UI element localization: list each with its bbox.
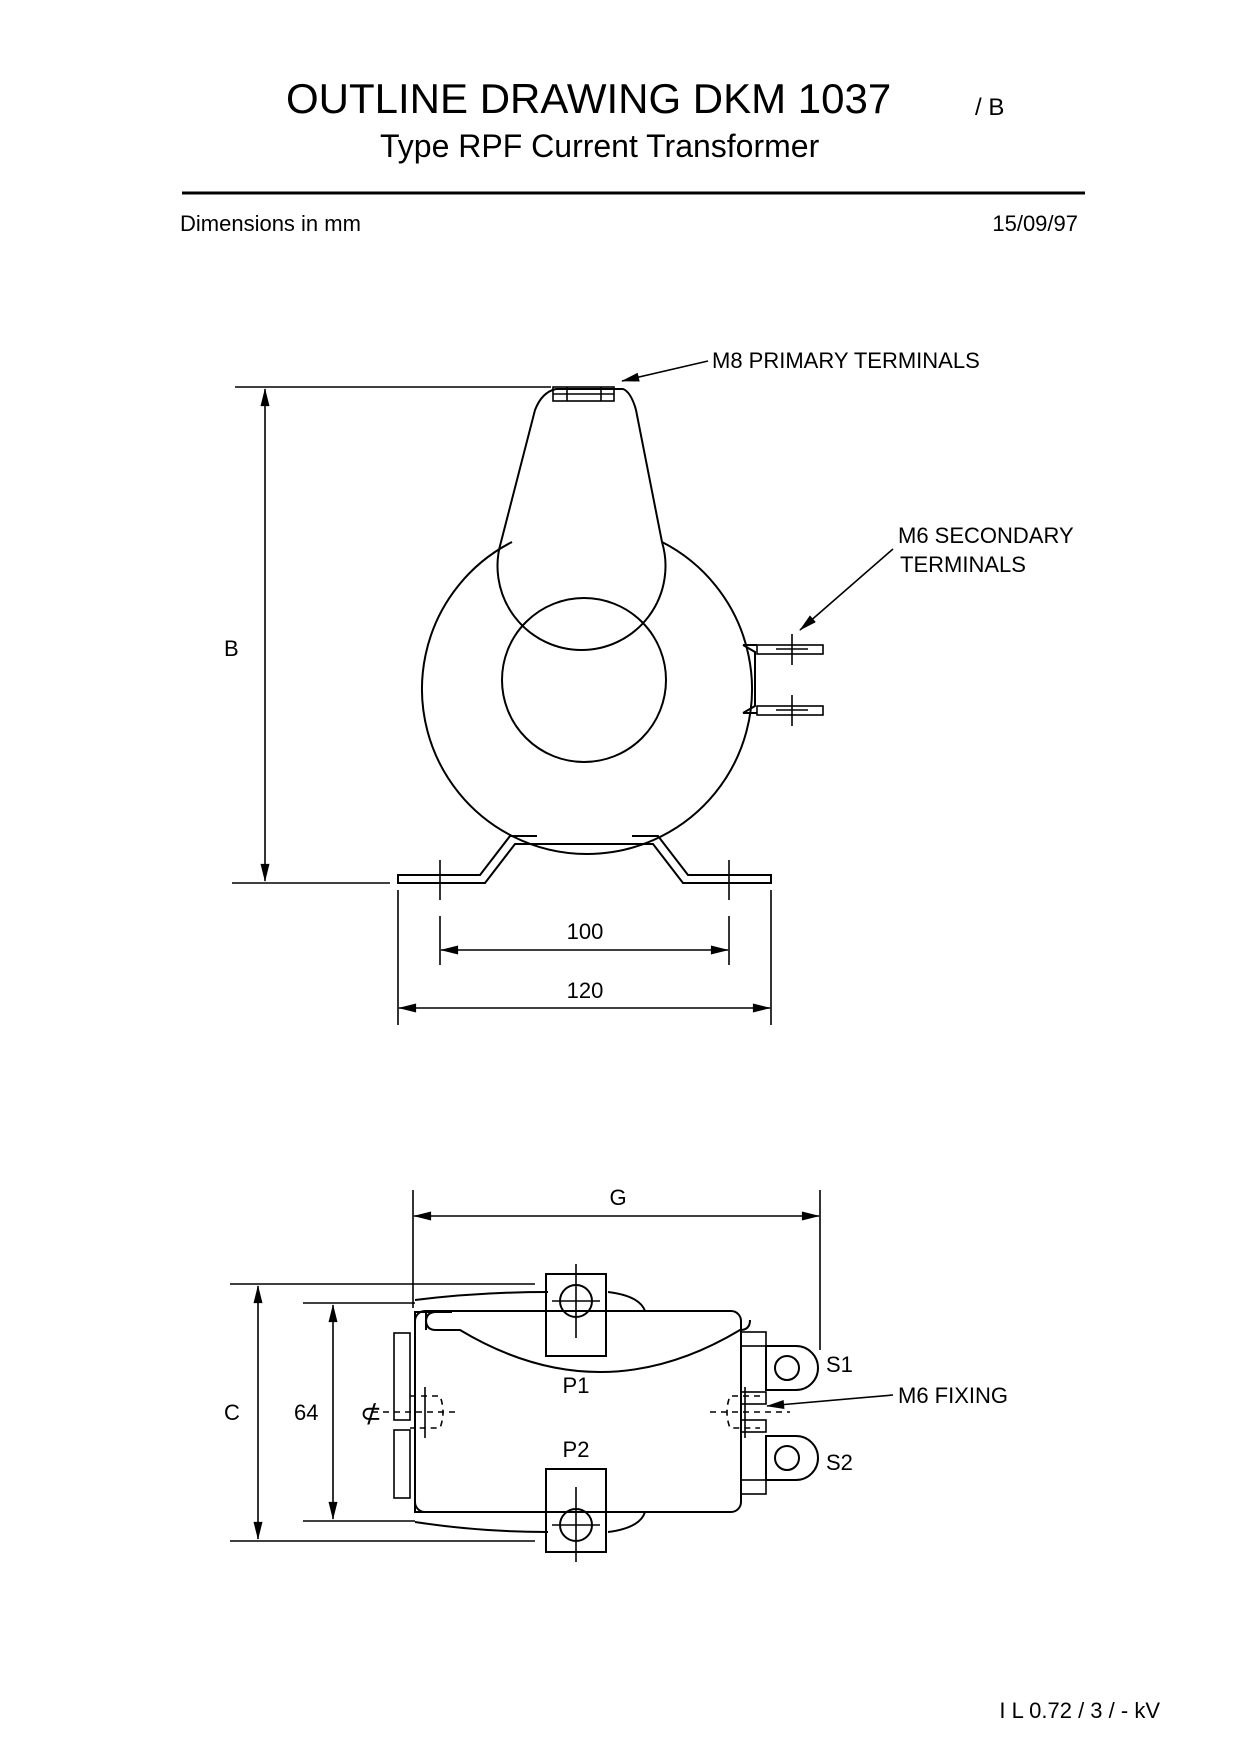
toroid-outline	[421, 541, 753, 855]
dim-g-label: G	[609, 1185, 626, 1210]
secondary-block-mid-1	[740, 1391, 767, 1405]
terminal-s2-label: S2	[826, 1450, 853, 1475]
left-plate-lower	[393, 1429, 411, 1499]
secondary-terminals-label-2: TERMINALS	[900, 552, 1026, 577]
dim-64-label: 64	[294, 1400, 318, 1425]
units-note: Dimensions in mm	[180, 211, 361, 236]
drawing-title: OUTLINE DRAWING DKM 1037	[286, 75, 891, 122]
primary-head	[496, 388, 667, 651]
terminal-s1-hole	[774, 1355, 800, 1381]
front-view: B 100 120 M8 PRIMARY TERMINALS M6 SECOND…	[224, 348, 1074, 1025]
secondary-tab-upper	[756, 644, 824, 655]
terminal-s2-tab	[765, 1435, 819, 1481]
top-body-rectangle	[414, 1310, 742, 1513]
primary-terminals-label: M8 PRIMARY TERMINALS	[712, 348, 980, 373]
primary-terminal-leader	[621, 360, 709, 382]
dim-c-label: C	[224, 1400, 240, 1425]
top-body-lower-curve	[414, 1521, 549, 1533]
terminal-s1-tab	[765, 1345, 819, 1391]
drawing-subtitle: Type RPF Current Transformer	[380, 128, 820, 164]
top-body-outline	[425, 1310, 751, 1374]
secondary-block-bottom	[740, 1479, 767, 1495]
dim-120-label: 120	[567, 978, 604, 1003]
left-plate-upper	[393, 1332, 411, 1421]
secondary-terminal-leader	[799, 548, 894, 631]
top-body-upper-curve-right	[607, 1291, 646, 1312]
secondary-bracket	[742, 644, 756, 714]
mounting-feet	[397, 835, 772, 884]
top-view: P1 P2 S1 S2 M6 FIXING ⊄ G C	[224, 1185, 1008, 1562]
drawing-date: 15/09/97	[992, 211, 1078, 236]
centreline-symbol: ⊄	[360, 1398, 382, 1428]
terminal-p2-label: P2	[563, 1437, 590, 1462]
rating-label: I L 0.72 / 3 / - kV	[999, 1698, 1160, 1723]
terminal-s1-label: S1	[826, 1352, 853, 1377]
top-body-lower-curve-right	[607, 1511, 646, 1533]
dim-b-label: B	[224, 636, 239, 661]
secondary-block-top	[740, 1331, 767, 1347]
secondary-block-mid-2	[740, 1419, 767, 1433]
secondary-tab-lower	[756, 705, 824, 716]
dim-100-label: 100	[567, 919, 604, 944]
top-body-upper-curve	[414, 1291, 549, 1301]
fixing-label: M6 FIXING	[898, 1383, 1008, 1408]
secondary-terminals-label-1: M6 SECONDARY	[898, 523, 1074, 548]
revision-label: / B	[975, 94, 1004, 121]
terminal-p1-label: P1	[563, 1373, 590, 1398]
fixing-leader	[766, 1394, 894, 1409]
toroid-window	[501, 597, 667, 763]
terminal-s2-hole	[774, 1445, 800, 1471]
